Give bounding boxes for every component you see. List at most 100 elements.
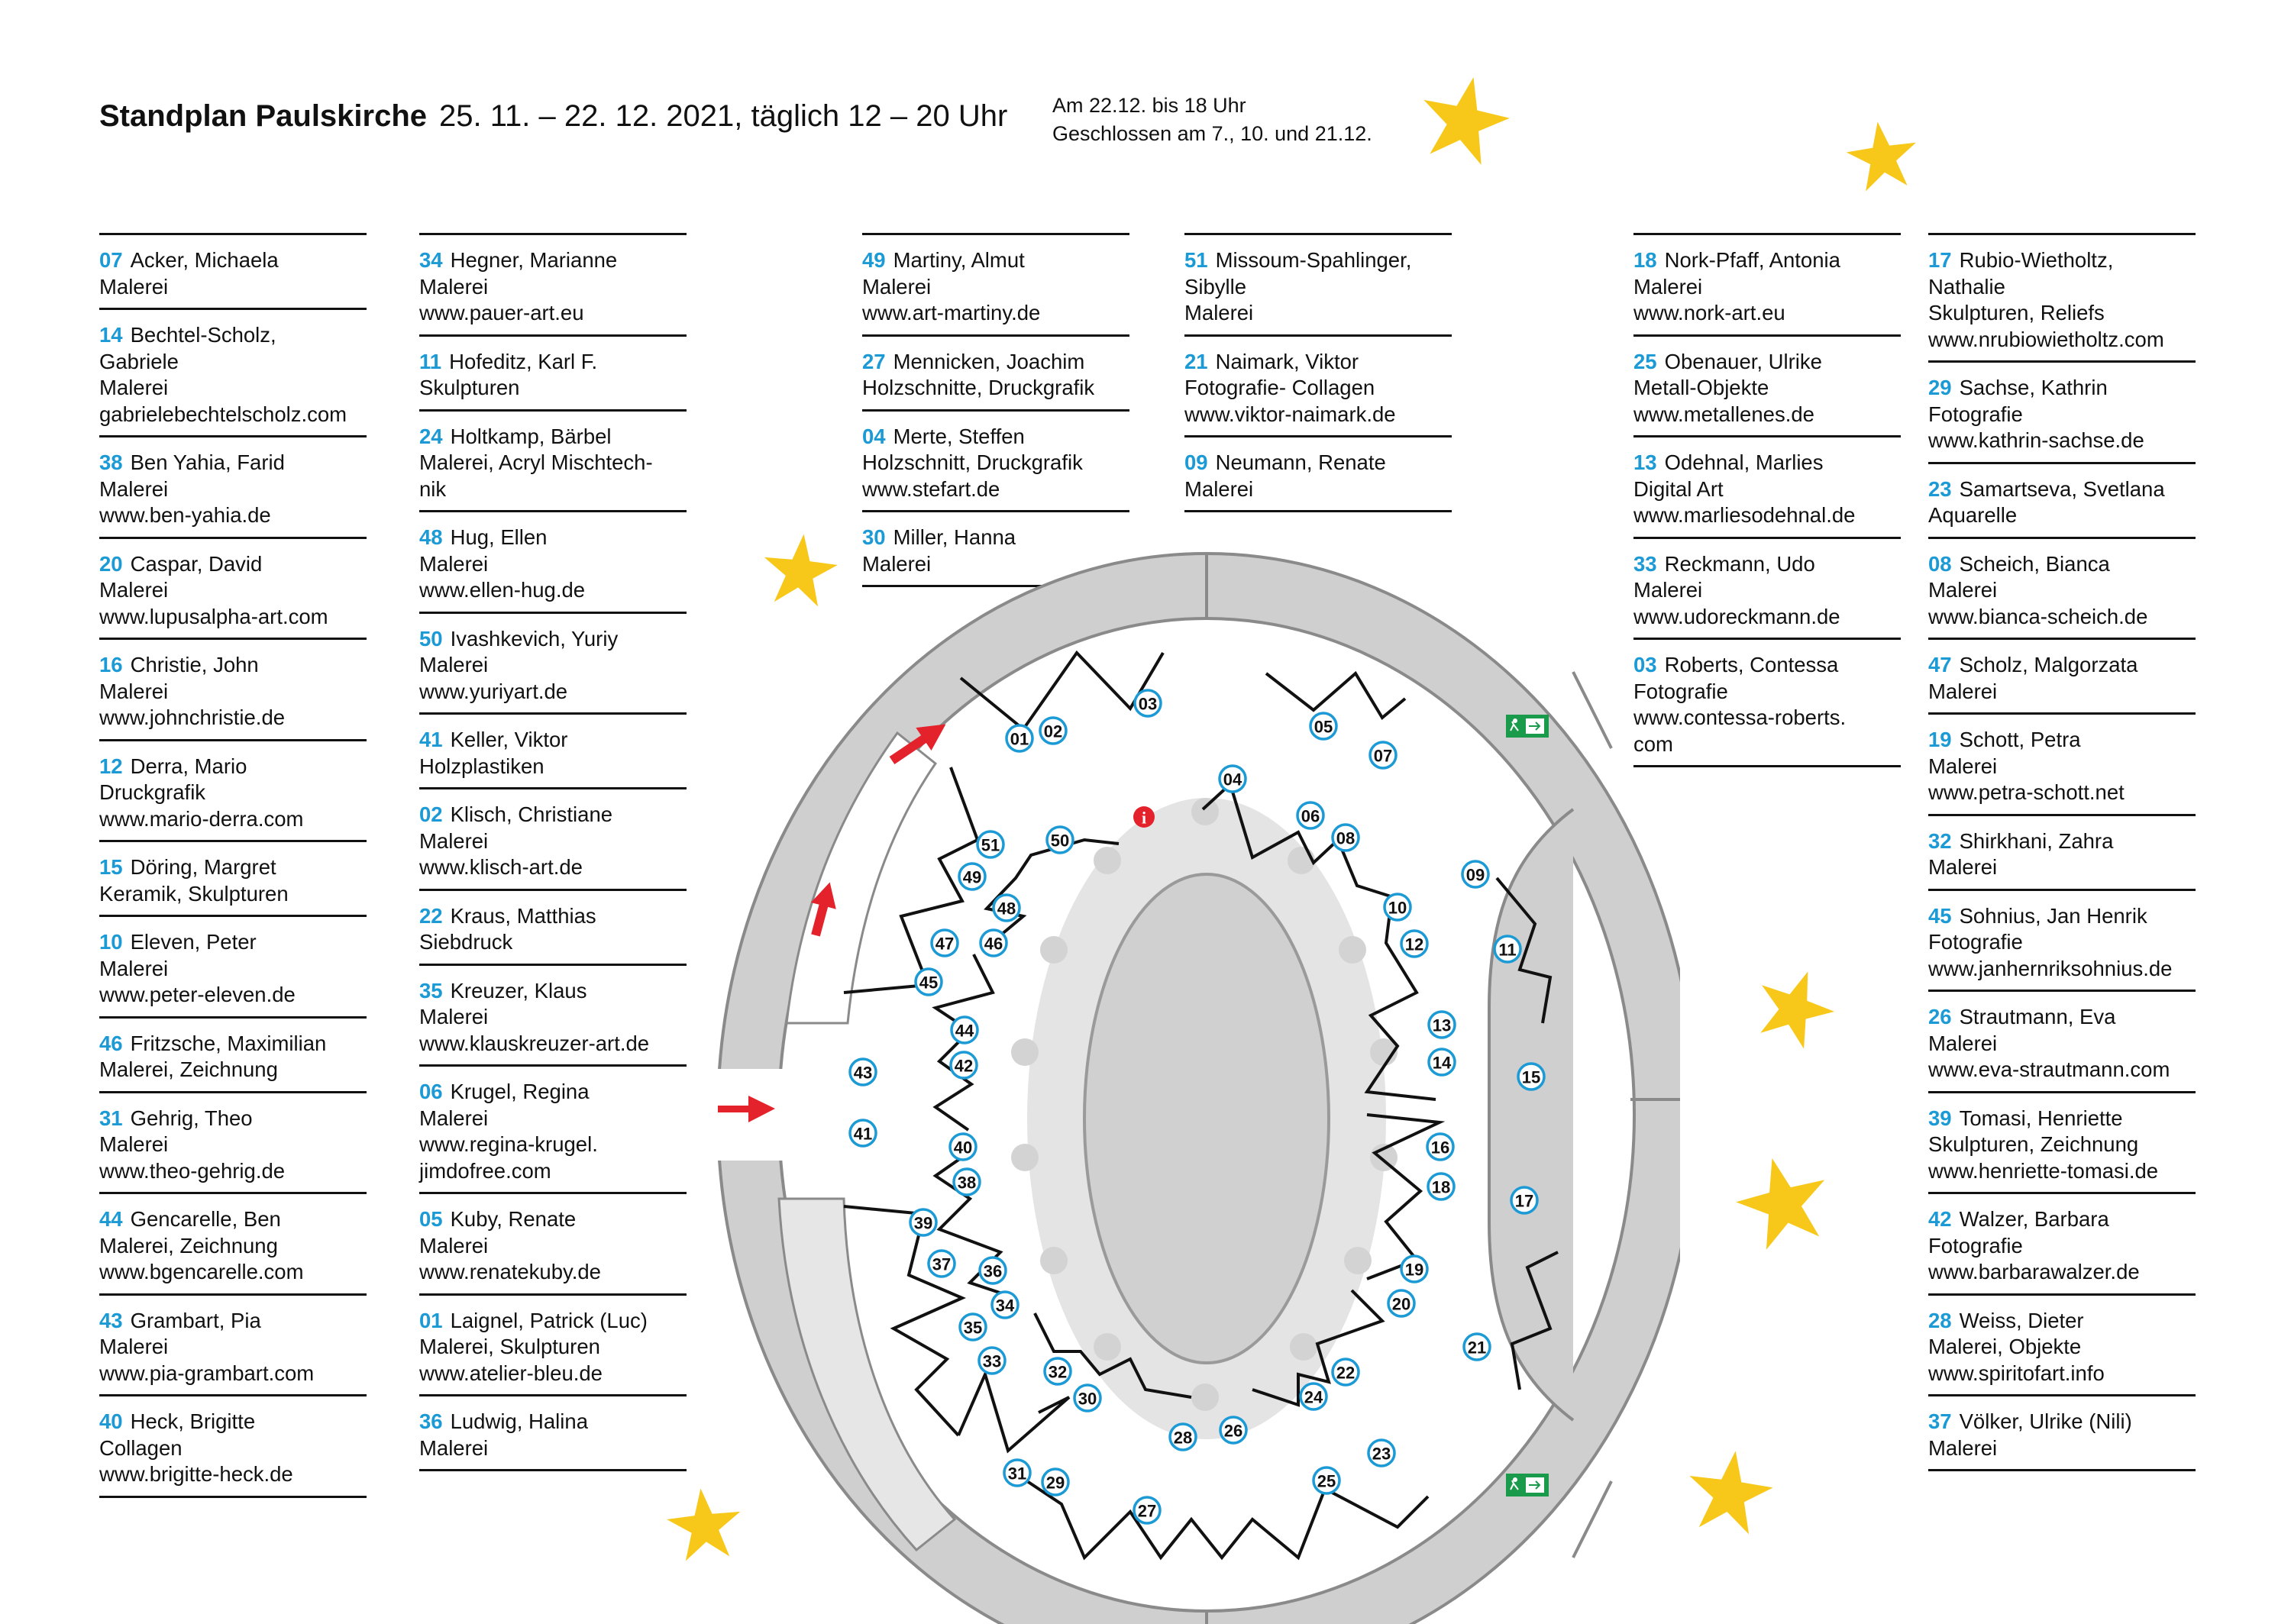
booth-number: 45 <box>1928 903 1952 928</box>
artist-name-text: Gencarelle, Ben <box>130 1207 281 1231</box>
artist-name-text: Mennicken, Joachim <box>893 349 1085 373</box>
booth-marker: 02 <box>1039 716 1068 745</box>
booth-wall <box>1265 670 1407 721</box>
artist-detail-text: Druckgrafik <box>99 780 206 804</box>
artist-detail: www.regina-krugel. <box>419 1132 687 1158</box>
artist-name-text: Kuby, Renate <box>450 1207 577 1231</box>
artist-detail: www.peter-eleven.de <box>99 982 367 1009</box>
artist-name-text: Christie, John <box>130 653 259 676</box>
booth-marker-label: 46 <box>984 935 1003 954</box>
booth-number: 48 <box>419 525 443 549</box>
booth-number: 31 <box>99 1106 123 1130</box>
artist-name-text: Strautmann, Eva <box>1959 1005 2116 1028</box>
artist-detail: Sibylle <box>1184 274 1452 301</box>
booth-number: 35 <box>419 978 443 1002</box>
artist-detail: Malerei <box>1928 1031 2196 1057</box>
booth-number: 39 <box>1928 1106 1952 1130</box>
artist-detail: Malerei <box>862 274 1129 301</box>
artist-detail-text: www.regina-krugel. <box>419 1132 598 1156</box>
booth-marker-label: 43 <box>854 1064 872 1083</box>
artist-detail: Malerei <box>862 551 1129 578</box>
artist-detail: www.barbarawalzer.de <box>1928 1259 2196 1286</box>
booth-marker-label: 02 <box>1044 722 1062 741</box>
artist-detail-text: Fotografie <box>1928 1233 2023 1258</box>
artist-detail-text: www.renatekuby.de <box>419 1260 601 1283</box>
artist-name-text: Ben Yahia, Farid <box>130 450 285 474</box>
artist-detail-text: Holzplastiken <box>419 754 544 778</box>
artist-detail-text: Malerei <box>419 1005 489 1028</box>
artist-detail: Malerei <box>419 1106 687 1132</box>
booth-marker-label: 12 <box>1405 935 1423 954</box>
artist-name-text: Obenauer, Ulrike <box>1664 349 1822 373</box>
booth-marker-circle <box>1219 1416 1248 1445</box>
artist-name-text: Hegner, Marianne <box>450 248 618 272</box>
booth-marker-circle <box>1426 1132 1455 1161</box>
booth-marker-circle <box>1312 1466 1341 1495</box>
booth-marker: 12 <box>1400 929 1429 958</box>
artist-detail: Digital Art <box>1633 476 1901 503</box>
booth-number: 46 <box>99 1031 123 1055</box>
booth-wall <box>1495 877 1553 1024</box>
note-line-2: Geschlossen am 7., 10. und 21.12. <box>1052 122 1372 145</box>
artist-detail: www.kathrin-sachse.de <box>1928 428 2196 454</box>
artist-detail: Gabriele <box>99 349 367 376</box>
booth-marker-circle <box>1462 1332 1491 1361</box>
artist-detail-text: www.marliesodehnal.de <box>1633 503 1856 527</box>
artist-detail-text: www.metallenes.de <box>1633 402 1814 426</box>
booth-marker-label: 11 <box>1498 941 1516 960</box>
artist-detail: www.bianca-scheich.de <box>1928 604 2196 631</box>
pillar <box>1344 1247 1372 1274</box>
booth-marker-circle <box>927 1249 956 1278</box>
artist-detail: Malerei, Acryl Mischtech- <box>419 450 687 476</box>
booth-wall <box>984 838 1120 944</box>
booth-number: 19 <box>1928 728 1952 751</box>
booth-marker-circle <box>1368 741 1398 770</box>
booth-marker-label: 19 <box>1405 1261 1423 1280</box>
artist-detail-text: Malerei <box>419 274 489 299</box>
booth-marker-circle <box>848 1057 877 1086</box>
booth-wall <box>1201 781 1406 902</box>
booth-number: 15 <box>99 855 123 879</box>
star-icon <box>1760 971 1835 1049</box>
artist-detail: www.bgencarelle.com <box>99 1259 367 1286</box>
artist-name-text: Hug, Ellen <box>450 525 548 549</box>
artist-detail-text: www.mario-derra.com <box>99 806 304 831</box>
booth-marker-circle <box>1073 1383 1102 1413</box>
artist-name-text: Keller, Viktor <box>450 728 568 751</box>
artist-detail-text: Skulpturen, Zeichnung <box>1928 1132 2139 1156</box>
booth-marker: 42 <box>949 1051 978 1080</box>
artist-detail-text: www.viktor-naimark.de <box>1184 402 1396 426</box>
booth-marker: 29 <box>1041 1467 1070 1496</box>
pillar <box>1040 1247 1068 1274</box>
booth-number: 20 <box>99 551 123 576</box>
booth-marker-label: 10 <box>1388 899 1407 918</box>
artist-detail-text: Malerei <box>99 679 169 703</box>
booth-marker-circle <box>1367 1438 1396 1467</box>
booth-number: 44 <box>99 1207 123 1231</box>
artist-detail: www.petra-schott.net <box>1928 780 2196 806</box>
artist-detail-text: www.yuriyart.de <box>419 679 568 703</box>
artist-detail-text: www.henriette-tomasi.de <box>1928 1158 2159 1183</box>
artist-detail: www.yuriyart.de <box>419 679 687 705</box>
booth-marker-label: 28 <box>1174 1429 1192 1448</box>
booth-marker-circle <box>992 893 1021 922</box>
